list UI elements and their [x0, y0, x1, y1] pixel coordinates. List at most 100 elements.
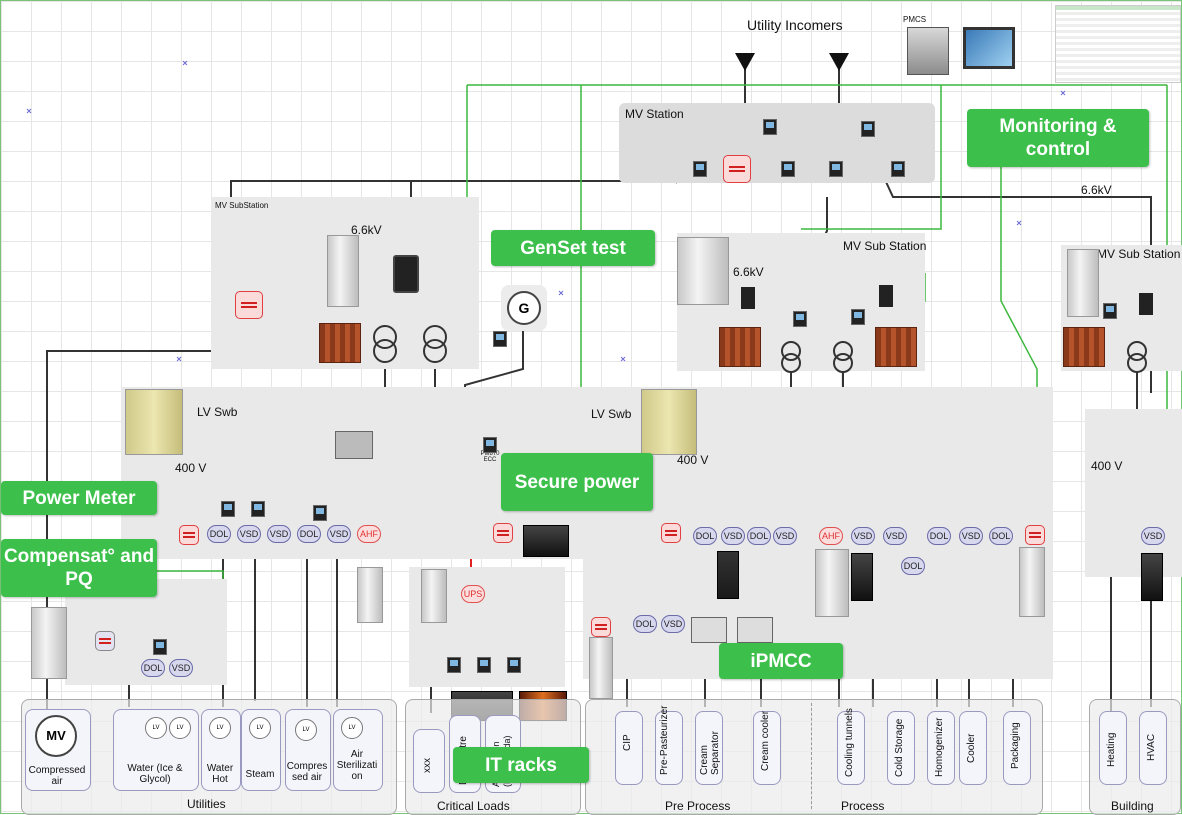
building-label: Building	[1111, 799, 1154, 813]
vsd-drive-3	[1141, 553, 1163, 601]
vsd-tag-1: VSD	[237, 525, 261, 543]
load-compressed-air-label: Compressed air	[28, 765, 86, 787]
vsd-tag-9: VSD	[1141, 527, 1165, 545]
transformer-right-icon	[1063, 327, 1105, 367]
load-cooler-label: Cooler	[966, 733, 977, 763]
load-packaging	[1003, 711, 1031, 785]
vsd-tag-6: VSD	[851, 527, 875, 545]
load-cooler	[959, 711, 987, 785]
ahf-tag-2: AHF	[819, 527, 843, 545]
lv-motor-5-icon: LV	[295, 719, 317, 741]
capacitor-lv-4-icon	[1025, 525, 1045, 545]
server-icon	[907, 27, 949, 75]
load-cooling-tunnels	[837, 711, 865, 785]
meter-ups-2	[477, 657, 491, 673]
dol-tag-1: DOL	[207, 525, 231, 543]
meter-ups-3	[507, 657, 521, 673]
transformer-mid-1-icon	[719, 327, 761, 367]
ipmcc-module-1	[691, 617, 727, 643]
lv-motor-2-icon: LV	[169, 717, 191, 739]
capacitor-lv-2-icon	[493, 523, 513, 543]
load-steam-label: Steam	[245, 769, 275, 780]
mv-station-panel	[619, 103, 935, 183]
ups-cabinet	[421, 569, 447, 623]
cap-cabinet-left	[31, 607, 67, 679]
vsd-tag-5: VSD	[773, 527, 797, 545]
relay-mid-1	[741, 287, 755, 309]
critical-loads-label: Critical Loads	[437, 799, 510, 813]
mv-sub-station-right-label: MV Sub Station	[1097, 247, 1181, 261]
annotation-ipmcc: iPMCC	[719, 643, 843, 679]
voltage-6-6kv-top: 6.6kV	[1081, 183, 1112, 197]
vsd-tag-10: VSD	[661, 615, 685, 633]
load-homogenizer	[927, 711, 955, 785]
load-homogenizer-label: Homogenizer	[934, 717, 945, 777]
meter-pm870	[483, 437, 497, 453]
dol-tag-3: DOL	[693, 527, 717, 545]
utilities-label: Utilities	[187, 797, 226, 811]
vsd-tag-2: VSD	[267, 525, 291, 543]
capacitor-mvstation-icon	[723, 155, 751, 183]
load-heating-label: Heating	[1106, 732, 1117, 767]
load-cream-cooler-label: Cream cooler	[760, 710, 771, 771]
utility-incomers-title: Utility Incomers	[747, 17, 843, 33]
relay-left	[393, 255, 419, 293]
mv-motor-icon: MV	[35, 715, 77, 757]
load-heating	[1099, 711, 1127, 785]
meter-mv-3	[829, 161, 843, 177]
meter-mv-4	[891, 161, 905, 177]
vsd-tag-7: VSD	[883, 527, 907, 545]
vsd-drive-2	[851, 553, 873, 601]
drive-cabinet-left	[357, 567, 383, 623]
load-cold-storage-label: Cold Storage	[894, 718, 905, 777]
mv-cabinet-mid	[677, 237, 729, 305]
dol-tag-comp: DOL	[141, 659, 165, 677]
capacitor-ipmcc-icon	[591, 617, 611, 637]
ipmcc-module-2	[737, 617, 773, 643]
server-rack-lv	[523, 525, 569, 557]
meter-ups-1	[447, 657, 461, 673]
voltage-400v-mid: 400 V	[677, 453, 709, 467]
meter-genset	[493, 331, 507, 347]
meter-lv-2	[251, 501, 265, 517]
load-compressed-air-2-label: Compres sed air	[286, 761, 328, 783]
meter-mv-2	[781, 161, 795, 177]
voltage-400v-left: 400 V	[175, 461, 207, 475]
lv-motor-6-icon: LV	[341, 717, 363, 739]
meter-mv-1	[693, 161, 707, 177]
lv-motor-3-icon: LV	[209, 717, 231, 739]
load-pre-pasteurizer	[655, 711, 683, 785]
vsd-tag-3: VSD	[327, 525, 351, 543]
meter-lv-3	[313, 505, 327, 521]
load-cream-cooler	[753, 711, 781, 785]
load-cooling-tunnels-label: Cooling tunnels	[844, 708, 855, 777]
load-cream-separator-label: Cream Separator	[699, 731, 721, 775]
transformer-mid-2-icon	[875, 327, 917, 367]
lv-motor-1-icon: LV	[145, 717, 167, 739]
vsd-tag-4: VSD	[721, 527, 745, 545]
load-pre-pasteurizer-label: Pre-Pasteurizer	[659, 705, 670, 775]
dol-tag-2: DOL	[297, 525, 321, 543]
ahf-tag-1: AHF	[357, 525, 381, 543]
process-divider	[811, 703, 812, 809]
load-air-sterilization-label: Air Sterilizati on	[336, 749, 378, 782]
voltage-400v-right: 400 V	[1091, 459, 1123, 473]
relay-right	[1139, 293, 1153, 315]
load-cip	[615, 711, 643, 785]
transformer-left-icon	[319, 323, 361, 363]
lv-cabinet-mid	[641, 389, 697, 455]
incomer-right-icon	[829, 53, 849, 71]
meter-comp	[153, 639, 167, 655]
pm870-label: PM870 ECC	[480, 451, 500, 463]
lv-motor-4-icon: LV	[249, 717, 271, 739]
incomer-left-icon	[735, 53, 755, 71]
load-water-hot-label: Water Hot	[206, 763, 234, 785]
lv-cabinet-left	[125, 389, 183, 455]
mv-station-label: MV Station	[625, 107, 684, 121]
dol-tag-8: DOL	[633, 615, 657, 633]
annotation-secure-power: Secure power	[501, 453, 653, 511]
annotation-it-racks: IT racks	[453, 747, 589, 783]
meter-mv-6	[861, 121, 875, 137]
vsd-tag-comp: VSD	[169, 659, 193, 677]
